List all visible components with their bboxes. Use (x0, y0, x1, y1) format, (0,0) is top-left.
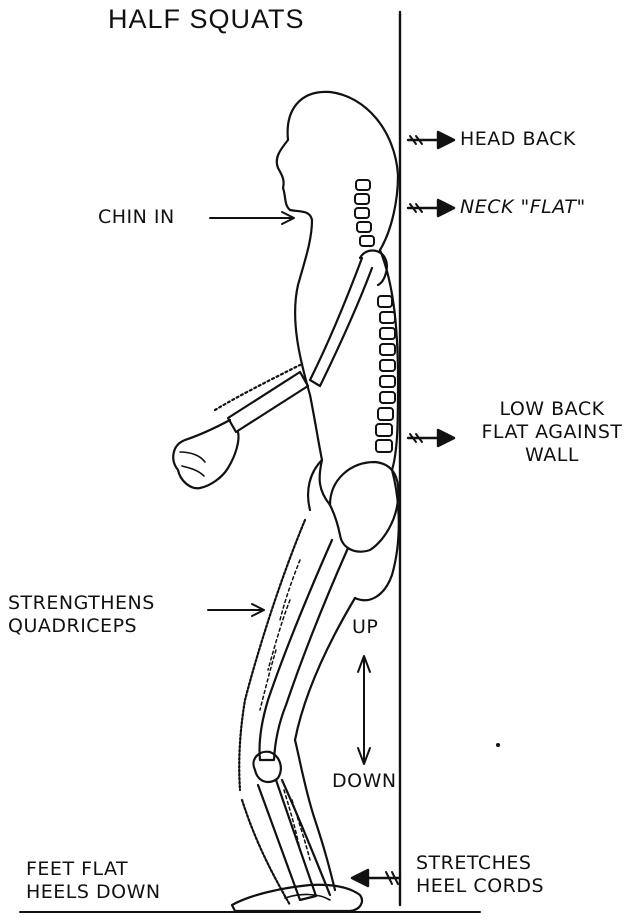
label-strengthens: STRENGTHENS (8, 592, 155, 615)
upper-arm (310, 258, 372, 386)
label-down: DOWN (332, 770, 397, 793)
label-chin-in: CHIN IN (98, 206, 175, 229)
label-low-back-line3: WALL (462, 444, 642, 467)
label-neck-flat: NECK "FLAT" (460, 196, 586, 219)
label-low-back-line2: FLAT AGAINST (462, 421, 642, 444)
label-quadriceps: QUADRICEPS (8, 615, 155, 638)
label-feet-flat-heels-down: FEET FLAT HEELS DOWN (26, 858, 161, 904)
hand (173, 420, 238, 488)
pelvis (330, 462, 398, 552)
torso-front (295, 220, 330, 505)
arrow-up-down (358, 656, 370, 764)
arrow-quadriceps (208, 604, 264, 616)
label-heel-cords: HEEL CORDS (416, 875, 544, 898)
label-heels-down: HEELS DOWN (26, 881, 161, 904)
label-up: UP (352, 616, 378, 639)
page-title: HALF SQUATS (108, 4, 305, 35)
label-low-back: LOW BACK FLAT AGAINST WALL (462, 398, 642, 467)
cervical-vertebrae (355, 180, 374, 246)
arrow-head-back (408, 132, 454, 148)
label-strengthens-quadriceps: STRENGTHENS QUADRICEPS (8, 592, 155, 638)
label-low-back-line1: LOW BACK (462, 398, 642, 421)
arrow-low-back (408, 430, 454, 446)
arrow-neck-flat (408, 200, 454, 216)
knee (253, 752, 280, 782)
arrow-heel-cords (352, 870, 400, 886)
arrow-chin-in (210, 212, 294, 224)
head-outline (277, 92, 398, 220)
label-head-back: HEAD BACK (460, 128, 576, 151)
label-stretches-heel-cords: STRETCHES HEEL CORDS (416, 852, 544, 898)
thigh-bone (259, 540, 348, 760)
spine-vertebrae (376, 296, 395, 452)
label-stretches: STRETCHES (416, 852, 544, 875)
label-feet-flat: FEET FLAT (26, 858, 161, 881)
